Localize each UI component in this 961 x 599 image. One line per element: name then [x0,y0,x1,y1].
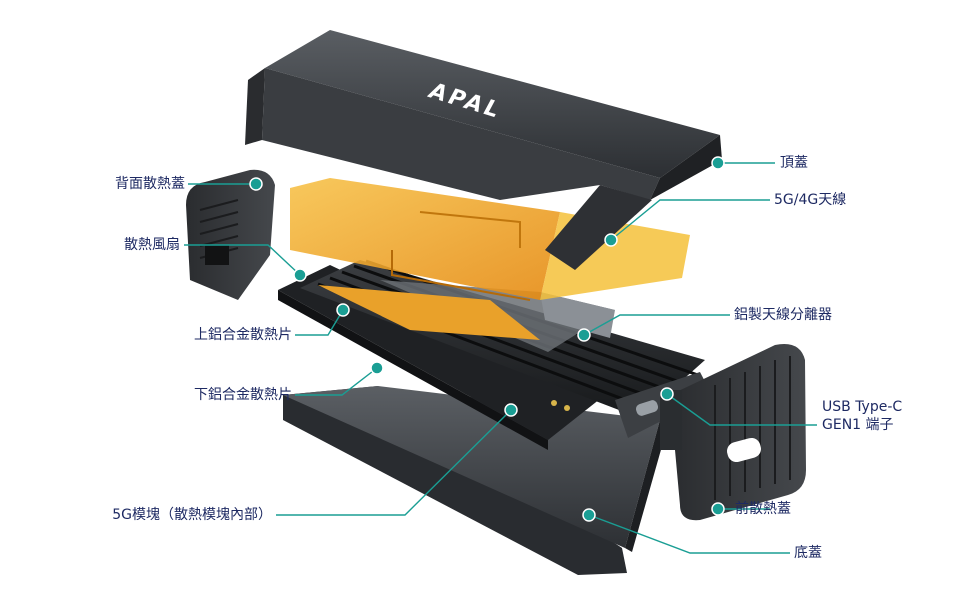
label-front-cover: 前散熱蓋 [735,501,791,517]
anchor-dot-usb [660,387,674,401]
anchor-dot-back-cover [249,177,263,191]
leader-upper-heatsink [295,309,344,336]
label-lower-heatsink: 下鋁合金散熱片 [194,387,292,403]
leader-separator [583,314,730,336]
top-cover-shape [245,30,722,270]
leader-antenna [610,199,770,241]
anchor-dot-module [504,403,518,417]
label-fan: 散熱風扇 [124,237,180,253]
anchor-dot-upper-heatsink [336,303,350,317]
label-bottom-cover: 底蓋 [794,545,822,561]
anchor-dot-lower-heatsink [370,361,384,375]
anchor-dot-fan [293,268,307,282]
label-separator: 鋁製天線分離器 [734,307,832,323]
label-usb-line1: USB Type-C [822,399,903,415]
anchor-dot-top-cover [711,156,725,170]
leader-module [276,409,512,516]
front-cover-shape [660,344,806,521]
anchor-dot-front-cover [711,502,725,516]
anchor-dot-separator [577,328,591,342]
label-upper-heatsink: 上鋁合金散熱片 [194,327,292,343]
label-usb: USB Type-C GEN1 端子 [822,398,902,434]
label-top-cover: 頂蓋 [780,155,808,171]
leader-bottom-cover [588,514,790,554]
label-antenna: 5G/4G天線 [774,192,847,208]
leader-lower-heatsink [295,367,378,396]
label-usb-line2: GEN1 端子 [822,417,894,433]
anchor-dot-bottom-cover [582,508,596,522]
leader-usb [666,393,817,426]
label-back-cover: 背面散熱蓋 [115,176,185,192]
anchor-dot-antenna [604,233,618,247]
label-module: 5G模塊（散熱模塊內部） [112,507,272,523]
leader-fan [184,244,301,276]
bottom-cover-shape [283,386,668,575]
